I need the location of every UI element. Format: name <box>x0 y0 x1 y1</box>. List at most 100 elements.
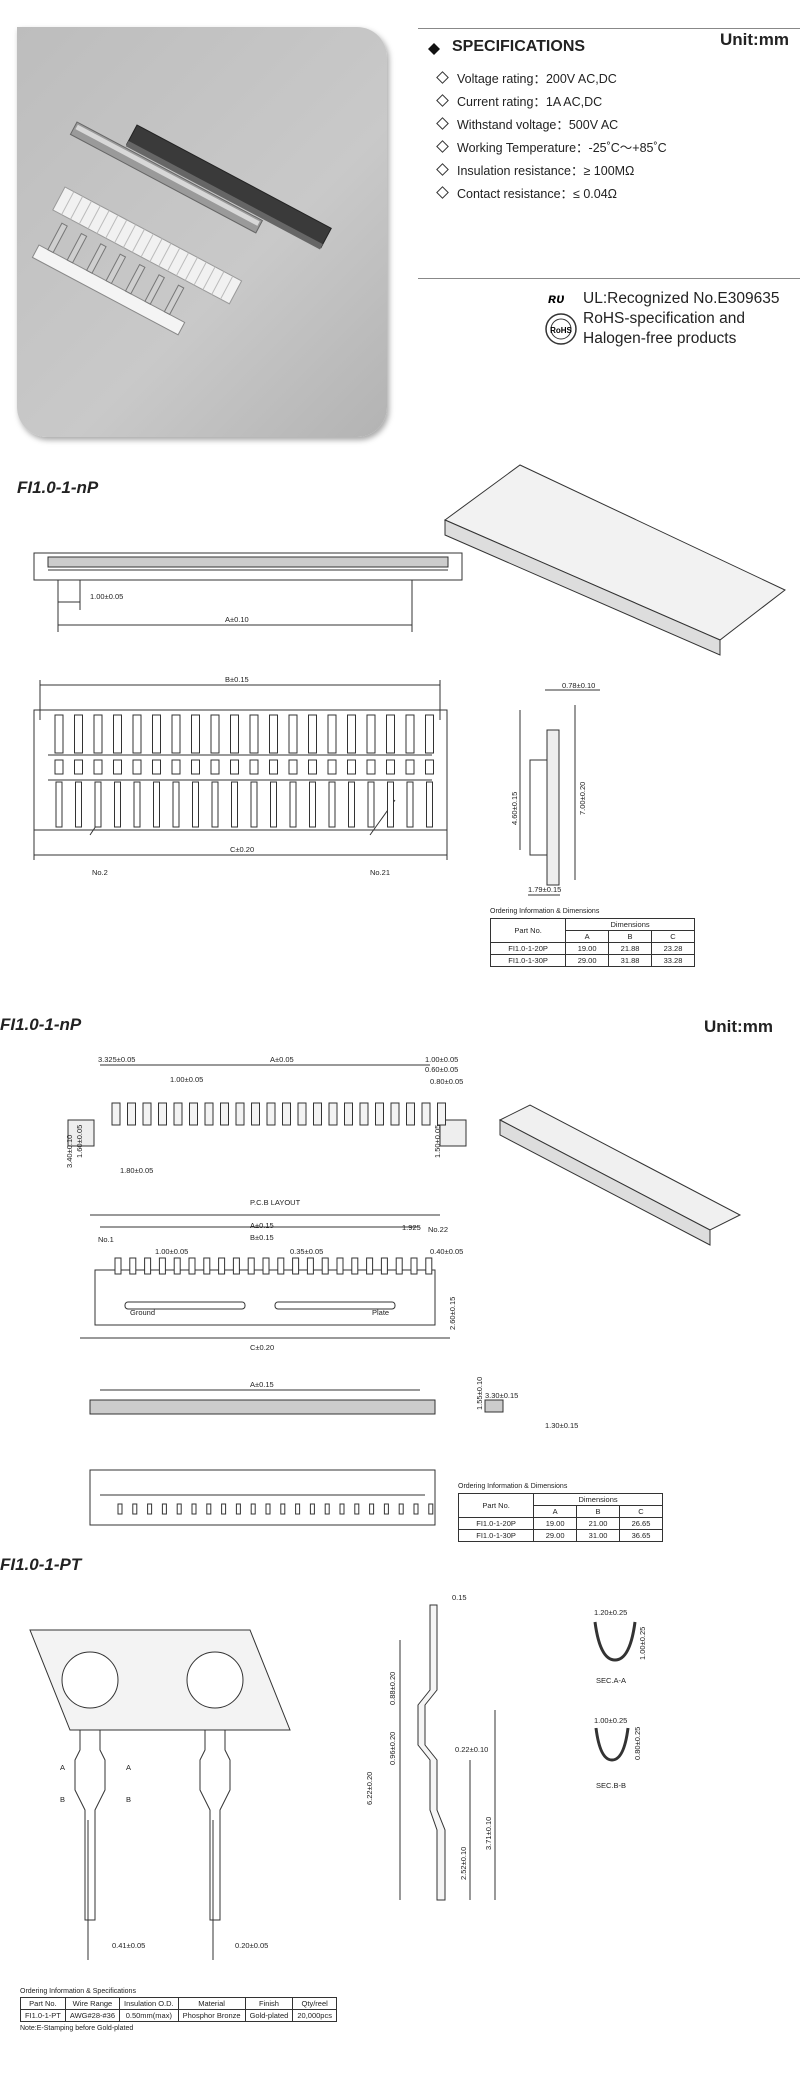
spec-row: Working Temperature：-25˚C～+85˚C <box>436 137 667 156</box>
contact-pin-bottom <box>235 1503 241 1515</box>
contact-pin-bottom <box>280 1503 286 1515</box>
contact-slot <box>425 714 434 754</box>
dim-3325: 3.325±0.05 <box>98 1055 135 1064</box>
contact-window <box>171 759 181 775</box>
diamond-icon <box>436 94 449 107</box>
contact-slot <box>171 714 181 754</box>
contact-pin-bottom <box>354 1503 360 1515</box>
contact-pin <box>380 1257 388 1275</box>
spec-title: SPECIFICATIONS <box>452 38 586 55</box>
dim-h1: 4.60±0.15 <box>510 792 519 825</box>
contact-pin <box>328 781 336 828</box>
contact-pin <box>262 1257 270 1275</box>
dim-130: 1.30±0.15 <box>545 1421 578 1430</box>
contact-pin <box>425 1257 433 1275</box>
contact-pin <box>289 781 297 828</box>
unit-label: Unit:mm <box>720 30 789 49</box>
contact-slot <box>230 714 239 754</box>
contact-slot <box>366 714 376 754</box>
label-a2: A <box>126 1763 131 1772</box>
contact-slot <box>347 714 356 754</box>
contact-pin <box>133 781 141 828</box>
dim-260: 2.60±0.15 <box>448 1297 457 1330</box>
dim-060: 0.60±0.05 <box>425 1065 458 1074</box>
contact-pin <box>172 781 180 828</box>
pcb-layout-label: P.C.B LAYOUT <box>250 1198 301 1207</box>
ordering3-caption: Ordering Information & Specifications <box>20 1988 136 1995</box>
contact-pin <box>203 1257 211 1275</box>
contact-pin <box>348 781 355 828</box>
dim-088: 0.88±0.20 <box>388 1672 397 1705</box>
label-ground: Ground <box>130 1308 155 1317</box>
diamond-icon <box>436 117 449 130</box>
contact-pin <box>158 1257 166 1275</box>
pcb-pad <box>390 1102 400 1126</box>
dim-330: 3.30±0.15 <box>485 1391 518 1400</box>
pcb-pad <box>220 1102 229 1126</box>
dim-100: 1.00±0.25 <box>638 1627 647 1660</box>
pcb-pad <box>111 1102 121 1126</box>
contact-slot <box>54 714 64 754</box>
pcb-pad <box>158 1102 167 1126</box>
dim-100b: 1.00±0.05 <box>425 1055 458 1064</box>
dim-c: C±0.20 <box>230 845 254 854</box>
contact-window <box>405 759 415 775</box>
contact-slot <box>288 714 298 754</box>
contact-pin <box>367 781 375 828</box>
contact-slot <box>269 714 278 754</box>
contact-pin <box>395 1257 403 1275</box>
contact-pin <box>144 1257 152 1275</box>
section3-title: FI1.0-1-PT <box>0 1555 82 1574</box>
dim-a05: A±0.05 <box>270 1055 294 1064</box>
contact-pin <box>292 1257 300 1275</box>
diamond-icon <box>436 186 449 199</box>
section2-drawing: 3.325±0.05 A±0.05 1.00±0.05 1.00±0.05 0.… <box>65 1055 742 1526</box>
dim-340: 3.40±0.10 <box>65 1135 74 1168</box>
dim-a15b: A±0.15 <box>250 1380 274 1389</box>
contact-pin-bottom <box>147 1503 153 1515</box>
contact-pin <box>114 1257 122 1275</box>
contact-window <box>113 759 122 775</box>
pcb-pad <box>421 1102 431 1126</box>
dim-150: 1.50±0.05 <box>433 1125 442 1158</box>
spec-row: Withstand voltage：500V AC <box>436 114 618 133</box>
contact-slot <box>249 714 259 754</box>
contact-window <box>191 759 200 775</box>
label-a1: A <box>60 1763 65 1772</box>
contact-pin <box>114 781 121 828</box>
diamond-icon <box>436 163 449 176</box>
contact-pin <box>211 781 219 828</box>
contact-pin-bottom <box>161 1503 167 1515</box>
contact-slot <box>327 714 337 754</box>
section2-title: FI1.0-1-nP <box>0 1015 82 1034</box>
dim-c20: C±0.20 <box>250 1343 274 1352</box>
rohs-text-2: Halogen-free products <box>583 330 737 347</box>
dim-b: B±0.15 <box>225 675 249 684</box>
dim-100b: 1.00±0.25 <box>594 1716 627 1725</box>
contact-window <box>347 759 356 775</box>
contact-pin <box>75 781 82 828</box>
dim-160: 1.60±0.05 <box>75 1125 84 1158</box>
svg-text:RoHS: RoHS <box>550 326 572 335</box>
pcb-pad <box>142 1102 152 1126</box>
pcb-pad <box>297 1102 307 1126</box>
section1-title: FI1.0-1-nP <box>17 478 99 497</box>
label-plate: Plate <box>372 1308 389 1317</box>
pcb-pad <box>189 1102 198 1126</box>
section3-drawing: A A B B 0.41±0.05 0.20±0.05 0.15 0.88±0.… <box>29 1593 647 1960</box>
contact-window <box>74 759 83 775</box>
pcb-pad <box>344 1102 353 1126</box>
dim-top: 0.78±0.10 <box>562 681 595 690</box>
contact-pin-bottom <box>117 1503 123 1515</box>
table-row: FI1.0-1-PT AWG#28-#36 0.50mm(max) Phosph… <box>20 2009 337 2022</box>
dim-080: 0.80±0.05 <box>430 1077 463 1086</box>
contact-pin-bottom <box>413 1503 419 1515</box>
contact-window <box>366 759 376 775</box>
pcb-pad <box>406 1102 415 1126</box>
contact-pin <box>129 1257 137 1275</box>
contact-pin <box>277 1257 285 1275</box>
contact-pin <box>321 1257 329 1275</box>
